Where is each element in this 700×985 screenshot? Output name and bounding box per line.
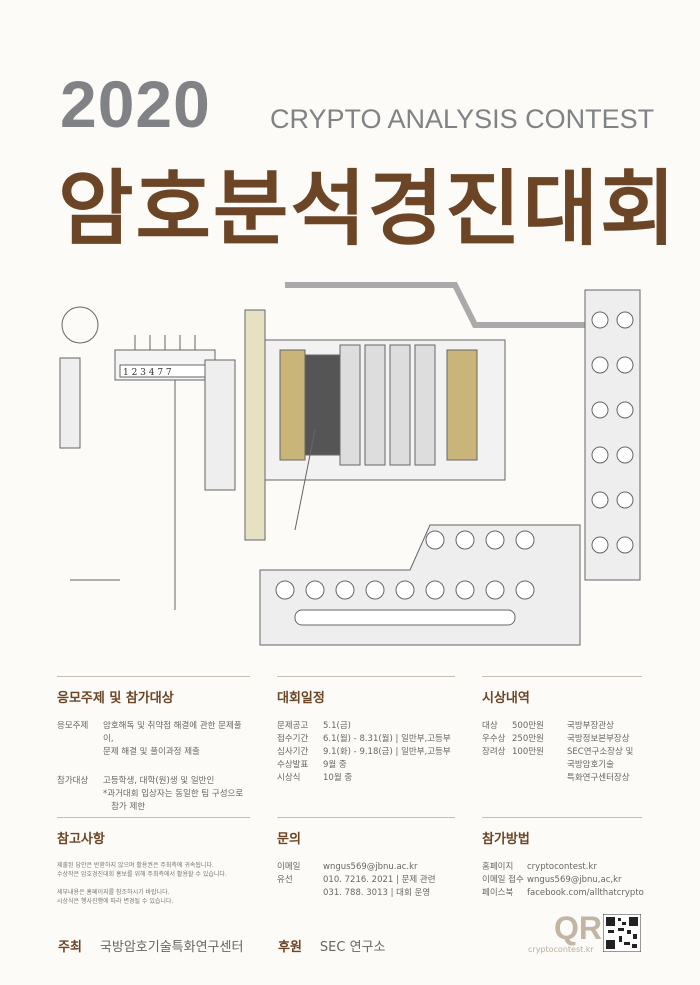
section-heading: 시상내역: [482, 691, 530, 706]
section-heading: 참가방법: [482, 832, 530, 847]
section-heading: 응모주제 및 참가대상: [57, 691, 174, 706]
cipher-machine-illustration: 1 2 3 4 7 7: [59, 282, 641, 646]
qr-url: cryptocontest.kr: [528, 945, 594, 954]
section-heading: 대회일정: [277, 691, 325, 706]
contact-email[interactable]: wngus569@jbnu.ac.kr: [323, 862, 418, 872]
counter-display: 1 2 3 4 7 7: [123, 368, 172, 378]
facebook-link[interactable]: facebook.com/allthatcrypto: [527, 888, 644, 898]
korean-title: 암호분석경진대회: [58, 162, 678, 257]
year-title: 2020: [60, 67, 211, 141]
award-row: 국방암호기술: [567, 760, 614, 770]
qr-code-icon[interactable]: [603, 914, 641, 952]
qr-label: QR: [554, 910, 602, 946]
contact-row: 031. 788. 3013 | 대회 운영: [323, 888, 431, 898]
award-row: 특화연구센터장상: [567, 773, 630, 783]
section-heading: 문의: [277, 832, 301, 847]
subtitle: CRYPTO ANALYSIS CONTEST: [270, 104, 655, 134]
homepage-link[interactable]: cryptocontest.kr: [527, 862, 597, 872]
apply-email-link[interactable]: wngus569@jbnu,ac,kr: [527, 875, 622, 885]
section-notes: 참고사항 제출된 답안은 반환하지 않으며 활용권은 주최측에 귀속됩니다. 수…: [57, 817, 250, 906]
dial-icon: [61, 306, 99, 344]
section-heading: 참고사항: [57, 832, 105, 847]
